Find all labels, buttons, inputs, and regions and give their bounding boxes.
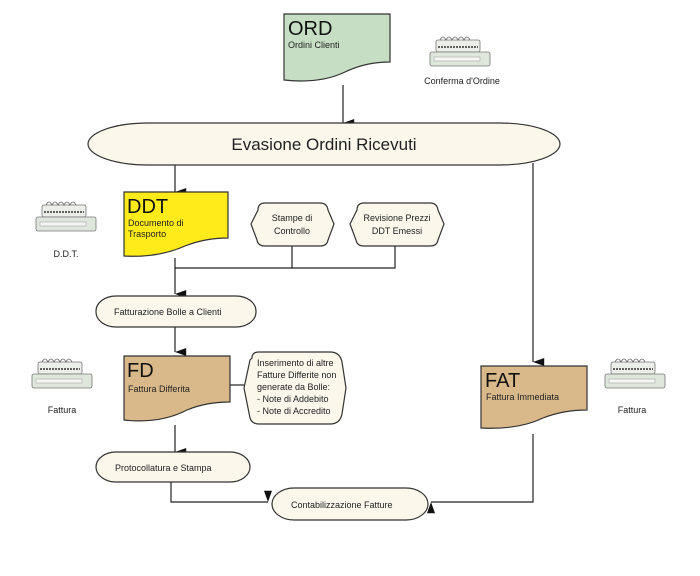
process-contabilizzazione-label: Contabilizzazione Fatture — [291, 500, 393, 510]
process-revisione-label-2: DDT Emessi — [372, 226, 422, 236]
process-protocollatura-label: Protocollatura e Stampa — [115, 463, 212, 473]
process-inserimento-fatture: Inserimento di altre Fatture Differite n… — [243, 351, 347, 425]
process-fatturazione-label: Fatturazione Bolle a Clienti — [114, 307, 222, 317]
document-ord-shape — [283, 13, 391, 82]
arrow-protocollatura-to-contabilizzazione — [170, 479, 272, 503]
document-ddt-code: DDT — [127, 196, 168, 218]
document-fat-code: FAT — [485, 370, 520, 392]
process-inserimento-line-4: - Note di Addebito — [257, 394, 329, 404]
printer-fattura-right: Fattura — [604, 358, 666, 415]
printer-ddt: D.D.T. — [35, 201, 97, 259]
process-protocollatura: Protocollatura e Stampa — [95, 451, 251, 483]
document-fat: FAT Fattura Immediata — [480, 365, 588, 429]
process-stampe-controllo: Stampe di Controllo — [250, 202, 335, 247]
printer-label-fattura-right: Fattura — [618, 405, 647, 415]
process-inserimento-shape — [243, 351, 347, 425]
document-fat-shape — [480, 365, 588, 429]
process-revisione-label-1: Revisione Prezzi — [363, 213, 430, 223]
connector-revisione — [175, 246, 396, 269]
document-fd-shape — [123, 355, 231, 422]
process-inserimento-line-2: Fatture Differite non — [257, 370, 336, 380]
process-evasione-ordini: Evasione Ordini Ricevuti — [87, 122, 561, 166]
document-ord-code: ORD — [288, 18, 332, 40]
process-inserimento-line-5: - Note di Accredito — [257, 406, 331, 416]
process-contabilizzazione-shape — [271, 487, 429, 521]
connectors — [170, 85, 545, 514]
arrow-fat-to-contabilizzazione — [427, 434, 534, 514]
printer-icon — [604, 358, 666, 389]
document-ddt-shape — [123, 191, 229, 257]
document-ddt-subtitle-1: Documento di — [128, 218, 184, 228]
printer-icon — [31, 358, 93, 389]
process-evasione-shape — [87, 122, 561, 166]
document-ord: ORD Ordini Clienti — [283, 13, 391, 82]
printer-fattura-left: Fattura — [31, 358, 93, 415]
printer-label-fattura-left: Fattura — [48, 405, 77, 415]
process-stampe-label-2: Controllo — [274, 226, 310, 236]
printer-icon — [429, 36, 491, 67]
process-fatturazione-bolle: Fatturazione Bolle a Clienti — [95, 295, 257, 328]
printer-conferma-ordine: Conferma d'Ordine — [424, 36, 500, 86]
document-fd-code: FD — [127, 360, 154, 382]
process-inserimento-line-3: generate da Bolle: — [257, 382, 330, 392]
process-fatturazione-shape — [95, 295, 257, 328]
process-inserimento-line-1: Inserimento di altre — [257, 358, 334, 368]
document-ddt-subtitle-2: Trasporto — [128, 229, 166, 239]
process-stampe-shape — [250, 202, 335, 247]
document-ddt: DDT Documento di Trasporto — [123, 191, 229, 257]
document-fd: FD Fattura Differita — [123, 355, 231, 422]
document-ord-subtitle: Ordini Clienti — [288, 40, 340, 50]
document-fat-subtitle: Fattura Immediata — [486, 392, 559, 402]
process-protocollatura-shape — [95, 451, 251, 483]
process-evasione-label: Evasione Ordini Ricevuti — [231, 135, 416, 154]
printer-icon — [35, 201, 97, 232]
printer-label-conferma: Conferma d'Ordine — [424, 76, 500, 86]
document-fd-subtitle: Fattura Differita — [128, 384, 190, 394]
printer-label-ddt: D.D.T. — [53, 249, 78, 259]
process-revisione-shape — [349, 202, 445, 247]
process-revisione-prezzi: Revisione Prezzi DDT Emessi — [349, 202, 445, 247]
process-contabilizzazione: Contabilizzazione Fatture — [271, 487, 429, 521]
process-stampe-label-1: Stampe di — [272, 213, 313, 223]
